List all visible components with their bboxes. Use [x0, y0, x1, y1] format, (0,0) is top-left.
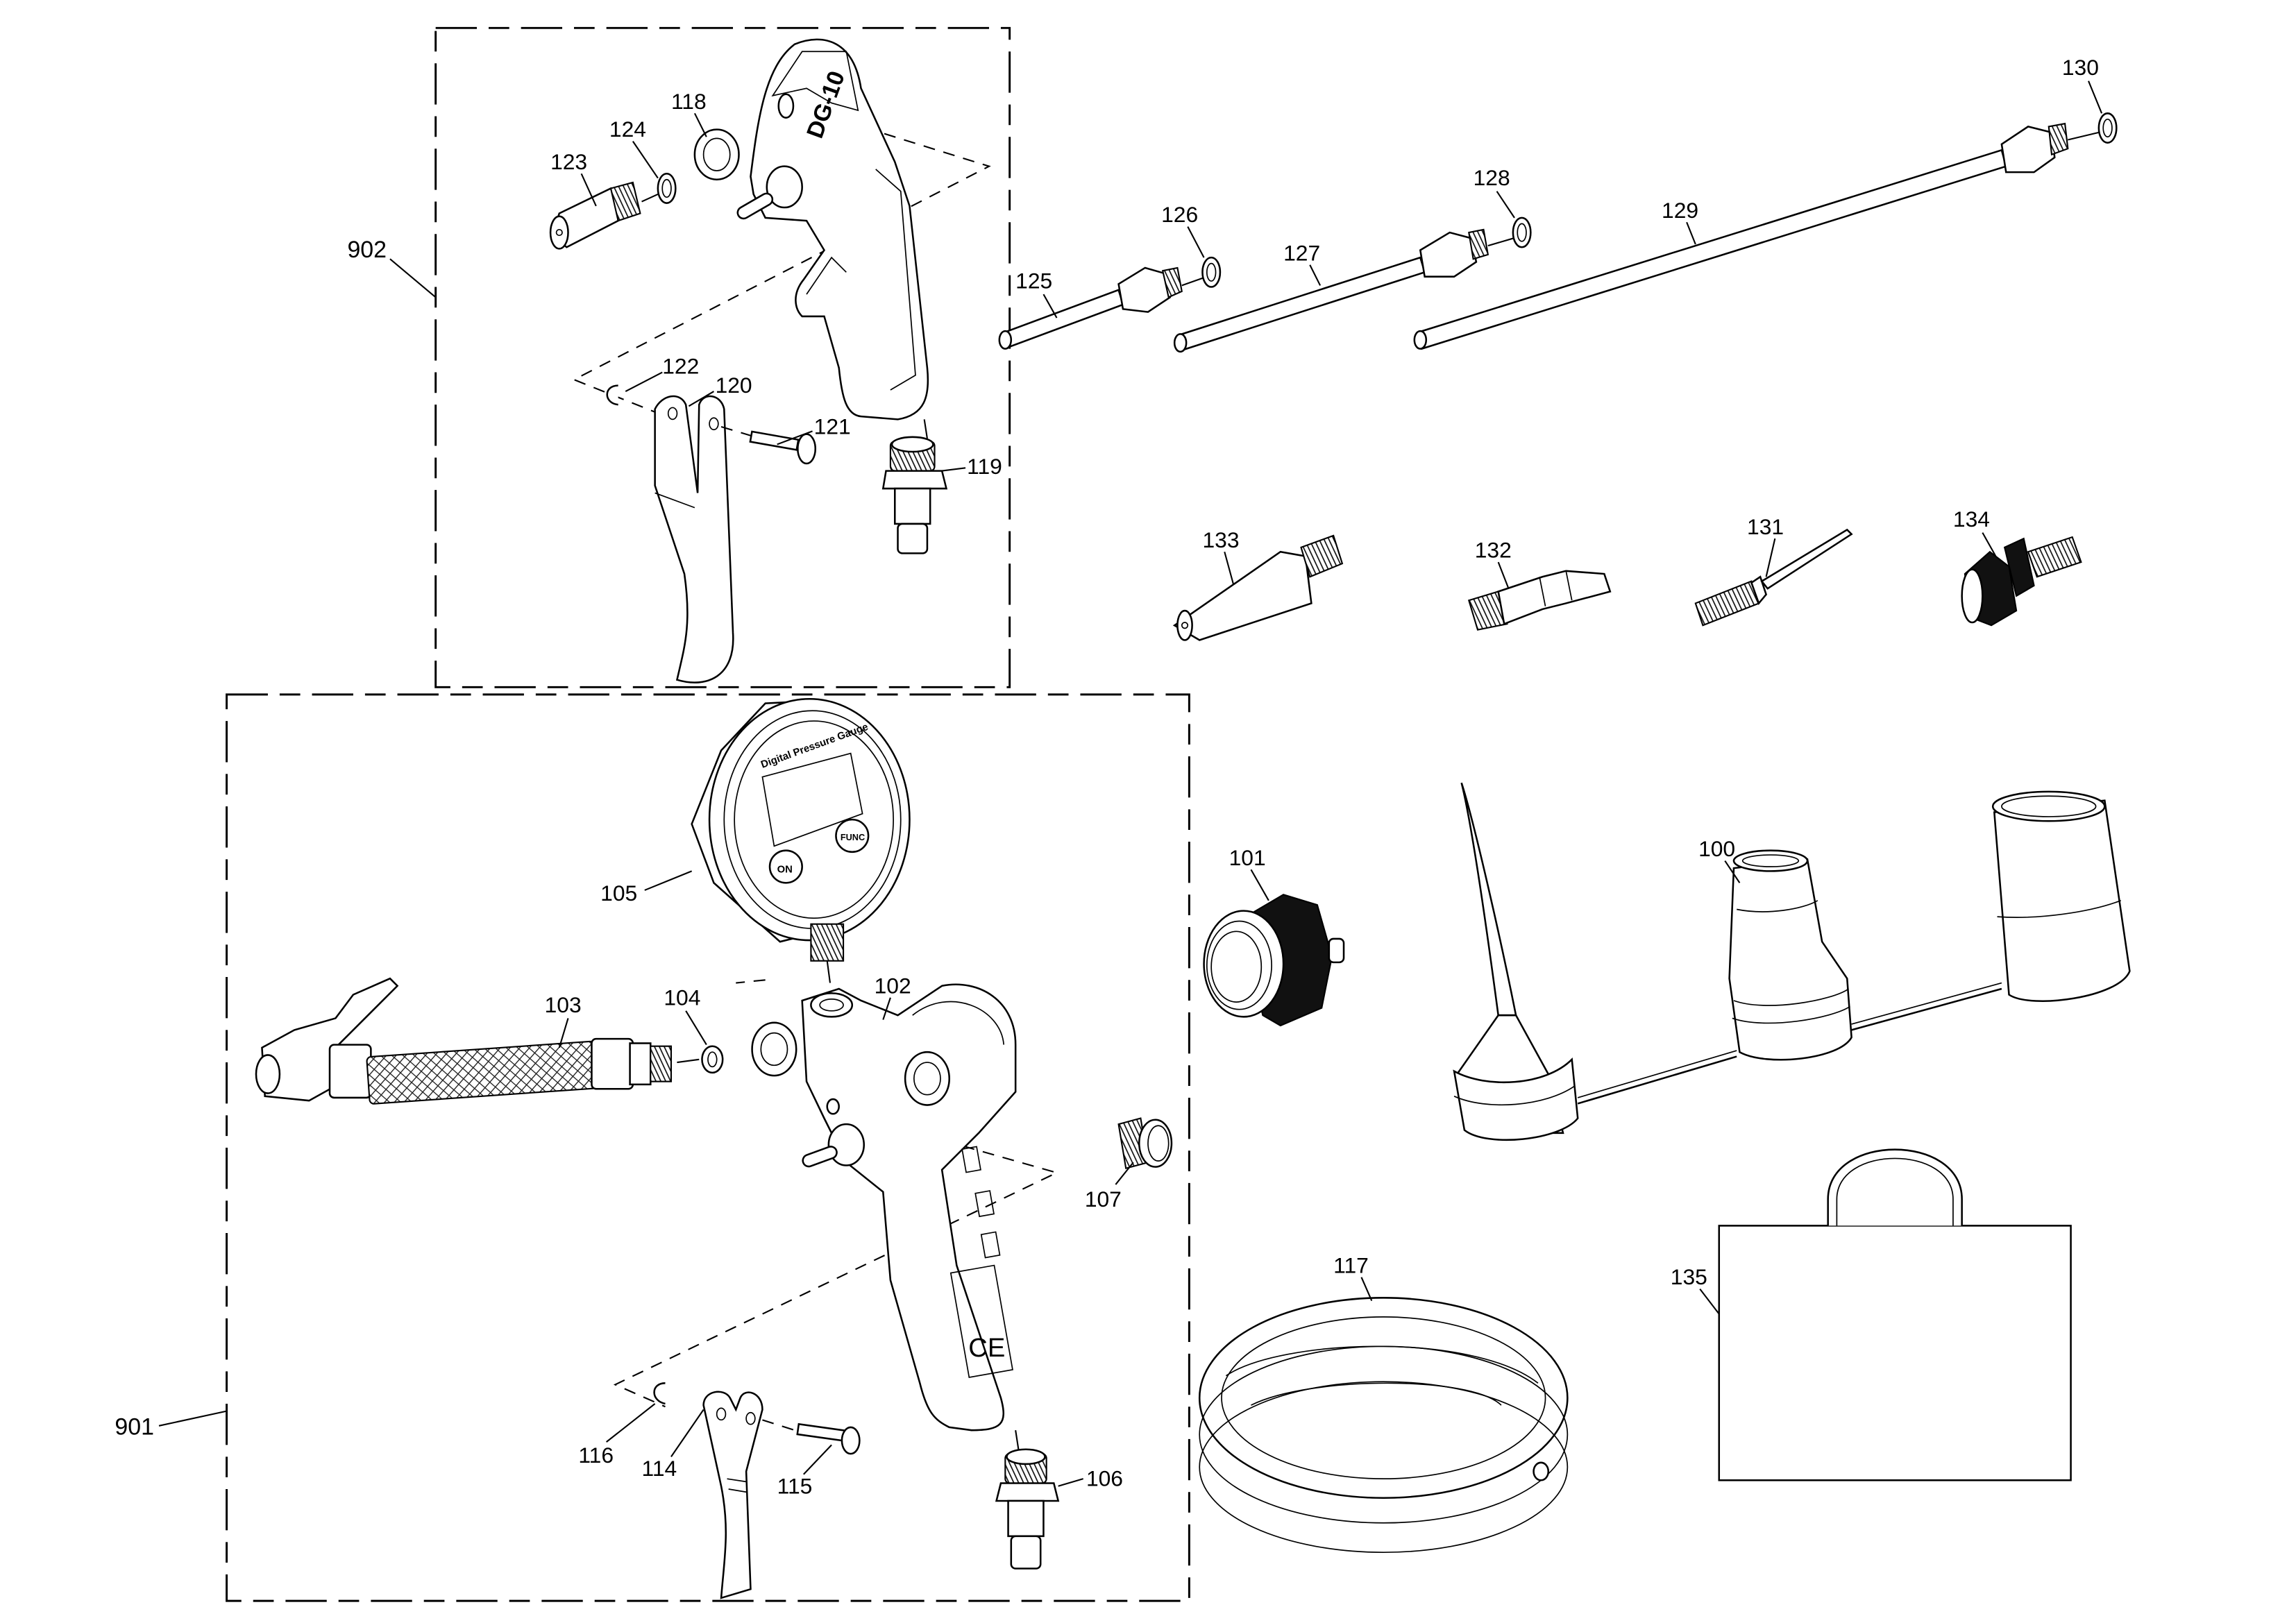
pin-121: [720, 425, 817, 465]
callouts-901: 105 102 103 104 107 116 114 115 106: [545, 870, 1134, 1498]
label-114: 114: [642, 1456, 677, 1481]
label-100: 100: [1698, 836, 1735, 861]
label-102: 102: [875, 973, 911, 998]
label-122: 122: [662, 354, 699, 379]
nozzle-123: [549, 181, 641, 250]
callouts-adapters: 133 132 131 134: [1202, 507, 1997, 589]
label-105: 105: [600, 881, 637, 906]
label-134: 134: [1953, 507, 1990, 532]
gauge-on-button[interactable]: [768, 849, 803, 884]
plug-107: [1117, 1117, 1173, 1170]
leader-901: [158, 1410, 227, 1427]
valve-nut: [827, 1123, 866, 1166]
extension-wands: 125 126 127 128 129 130: [998, 55, 2118, 353]
trigger-114: [702, 1391, 763, 1599]
braided-hose: [366, 1040, 598, 1105]
washer-126: [1201, 256, 1222, 288]
washer-124: [657, 172, 677, 204]
wand-125: [998, 266, 1183, 350]
trigger-120: [654, 395, 734, 683]
hose-port: [751, 1021, 797, 1077]
valve-stem: [736, 192, 774, 220]
assembly-901-boundary: [226, 693, 1190, 1602]
label-103: 103: [545, 992, 582, 1017]
ce-label-panel: [949, 1264, 1013, 1378]
label-119: 119: [967, 454, 1002, 479]
gauge-lcd-screen: [761, 752, 863, 847]
gauge-on-label: ON: [777, 865, 793, 876]
washer-104: [701, 1045, 724, 1074]
e-clip-116: [653, 1382, 666, 1405]
pin-115: [762, 1419, 861, 1455]
label-107: 107: [1085, 1187, 1122, 1212]
gun-inlet-port: [693, 128, 740, 181]
label-120: 120: [716, 373, 752, 398]
assembly-902-boundary: [434, 26, 1011, 688]
adapter-101: 101: [1203, 845, 1345, 1027]
label-118: 118: [671, 89, 707, 114]
assembly-901: 901 ON FUNC Digital Pressure Gauge: [115, 693, 1190, 1602]
coupler-106: [995, 1430, 1060, 1570]
storage-bag-135: 135: [1671, 1148, 2072, 1481]
label-128: 128: [1474, 165, 1510, 190]
label-106: 106: [1086, 1466, 1123, 1491]
assembly-902: 902 DG-10: [347, 26, 1011, 688]
washer-130: [2097, 112, 2118, 144]
gauge-func-label: FUNC: [841, 832, 865, 842]
label-104: 104: [664, 985, 700, 1010]
bag-handle: [1827, 1148, 1963, 1226]
tubing-coil-117: 117: [1198, 1252, 1569, 1554]
wand-127: [1173, 228, 1489, 353]
bag-body: [1718, 1225, 2072, 1481]
wand-129: [1413, 122, 2069, 350]
gauge-port: [810, 992, 854, 1018]
inflation-needle-131: [1694, 528, 1853, 627]
label-116: 116: [578, 1443, 614, 1468]
hose-barb-132: [1467, 570, 1612, 631]
callouts-902: 123 124 118 122 120 121 119: [550, 89, 1002, 479]
label-901: 901: [115, 1414, 154, 1441]
label-902: 902: [347, 237, 387, 263]
side-port: [904, 1051, 951, 1106]
coupler-119: [881, 419, 948, 554]
label-132: 132: [1475, 538, 1512, 563]
label-101: 101: [1229, 845, 1266, 870]
label-127: 127: [1283, 240, 1320, 265]
cone-adapter-133: [1172, 534, 1344, 641]
gauge-func-button[interactable]: [835, 818, 870, 853]
label-117: 117: [1333, 1252, 1369, 1277]
label-129: 129: [1662, 198, 1698, 223]
digital-gauge-105: ON FUNC Digital Pressure Gauge: [691, 698, 911, 962]
label-115: 115: [777, 1473, 813, 1498]
label-125: 125: [1015, 269, 1052, 294]
label-135: 135: [1671, 1264, 1707, 1289]
ce-mark: CE: [968, 1333, 1005, 1363]
adapters: 133 132 131 134: [1172, 507, 2082, 641]
blow-gun-body-118: DG-10: [693, 38, 929, 420]
gun-body-102: CE: [751, 983, 1017, 1431]
label-124: 124: [609, 117, 646, 142]
label-130: 130: [2062, 55, 2099, 80]
label-121: 121: [814, 414, 851, 439]
label-126: 126: [1161, 202, 1198, 227]
valve-nut: [766, 165, 803, 209]
hose-chuck-103: [255, 977, 673, 1105]
leader-902: [389, 258, 437, 298]
nozzle-set-100: 100: [1453, 782, 2131, 1141]
label-131: 131: [1747, 514, 1784, 539]
e-clip-122: [606, 384, 618, 406]
valve-stem: [802, 1146, 838, 1168]
callouts-wands: 125 126 127 128 129 130: [1015, 55, 2103, 318]
valve-adapter-134: [1961, 536, 2082, 627]
label-133: 133: [1202, 527, 1239, 552]
label-123: 123: [550, 149, 587, 174]
washer-128: [1512, 216, 1532, 248]
